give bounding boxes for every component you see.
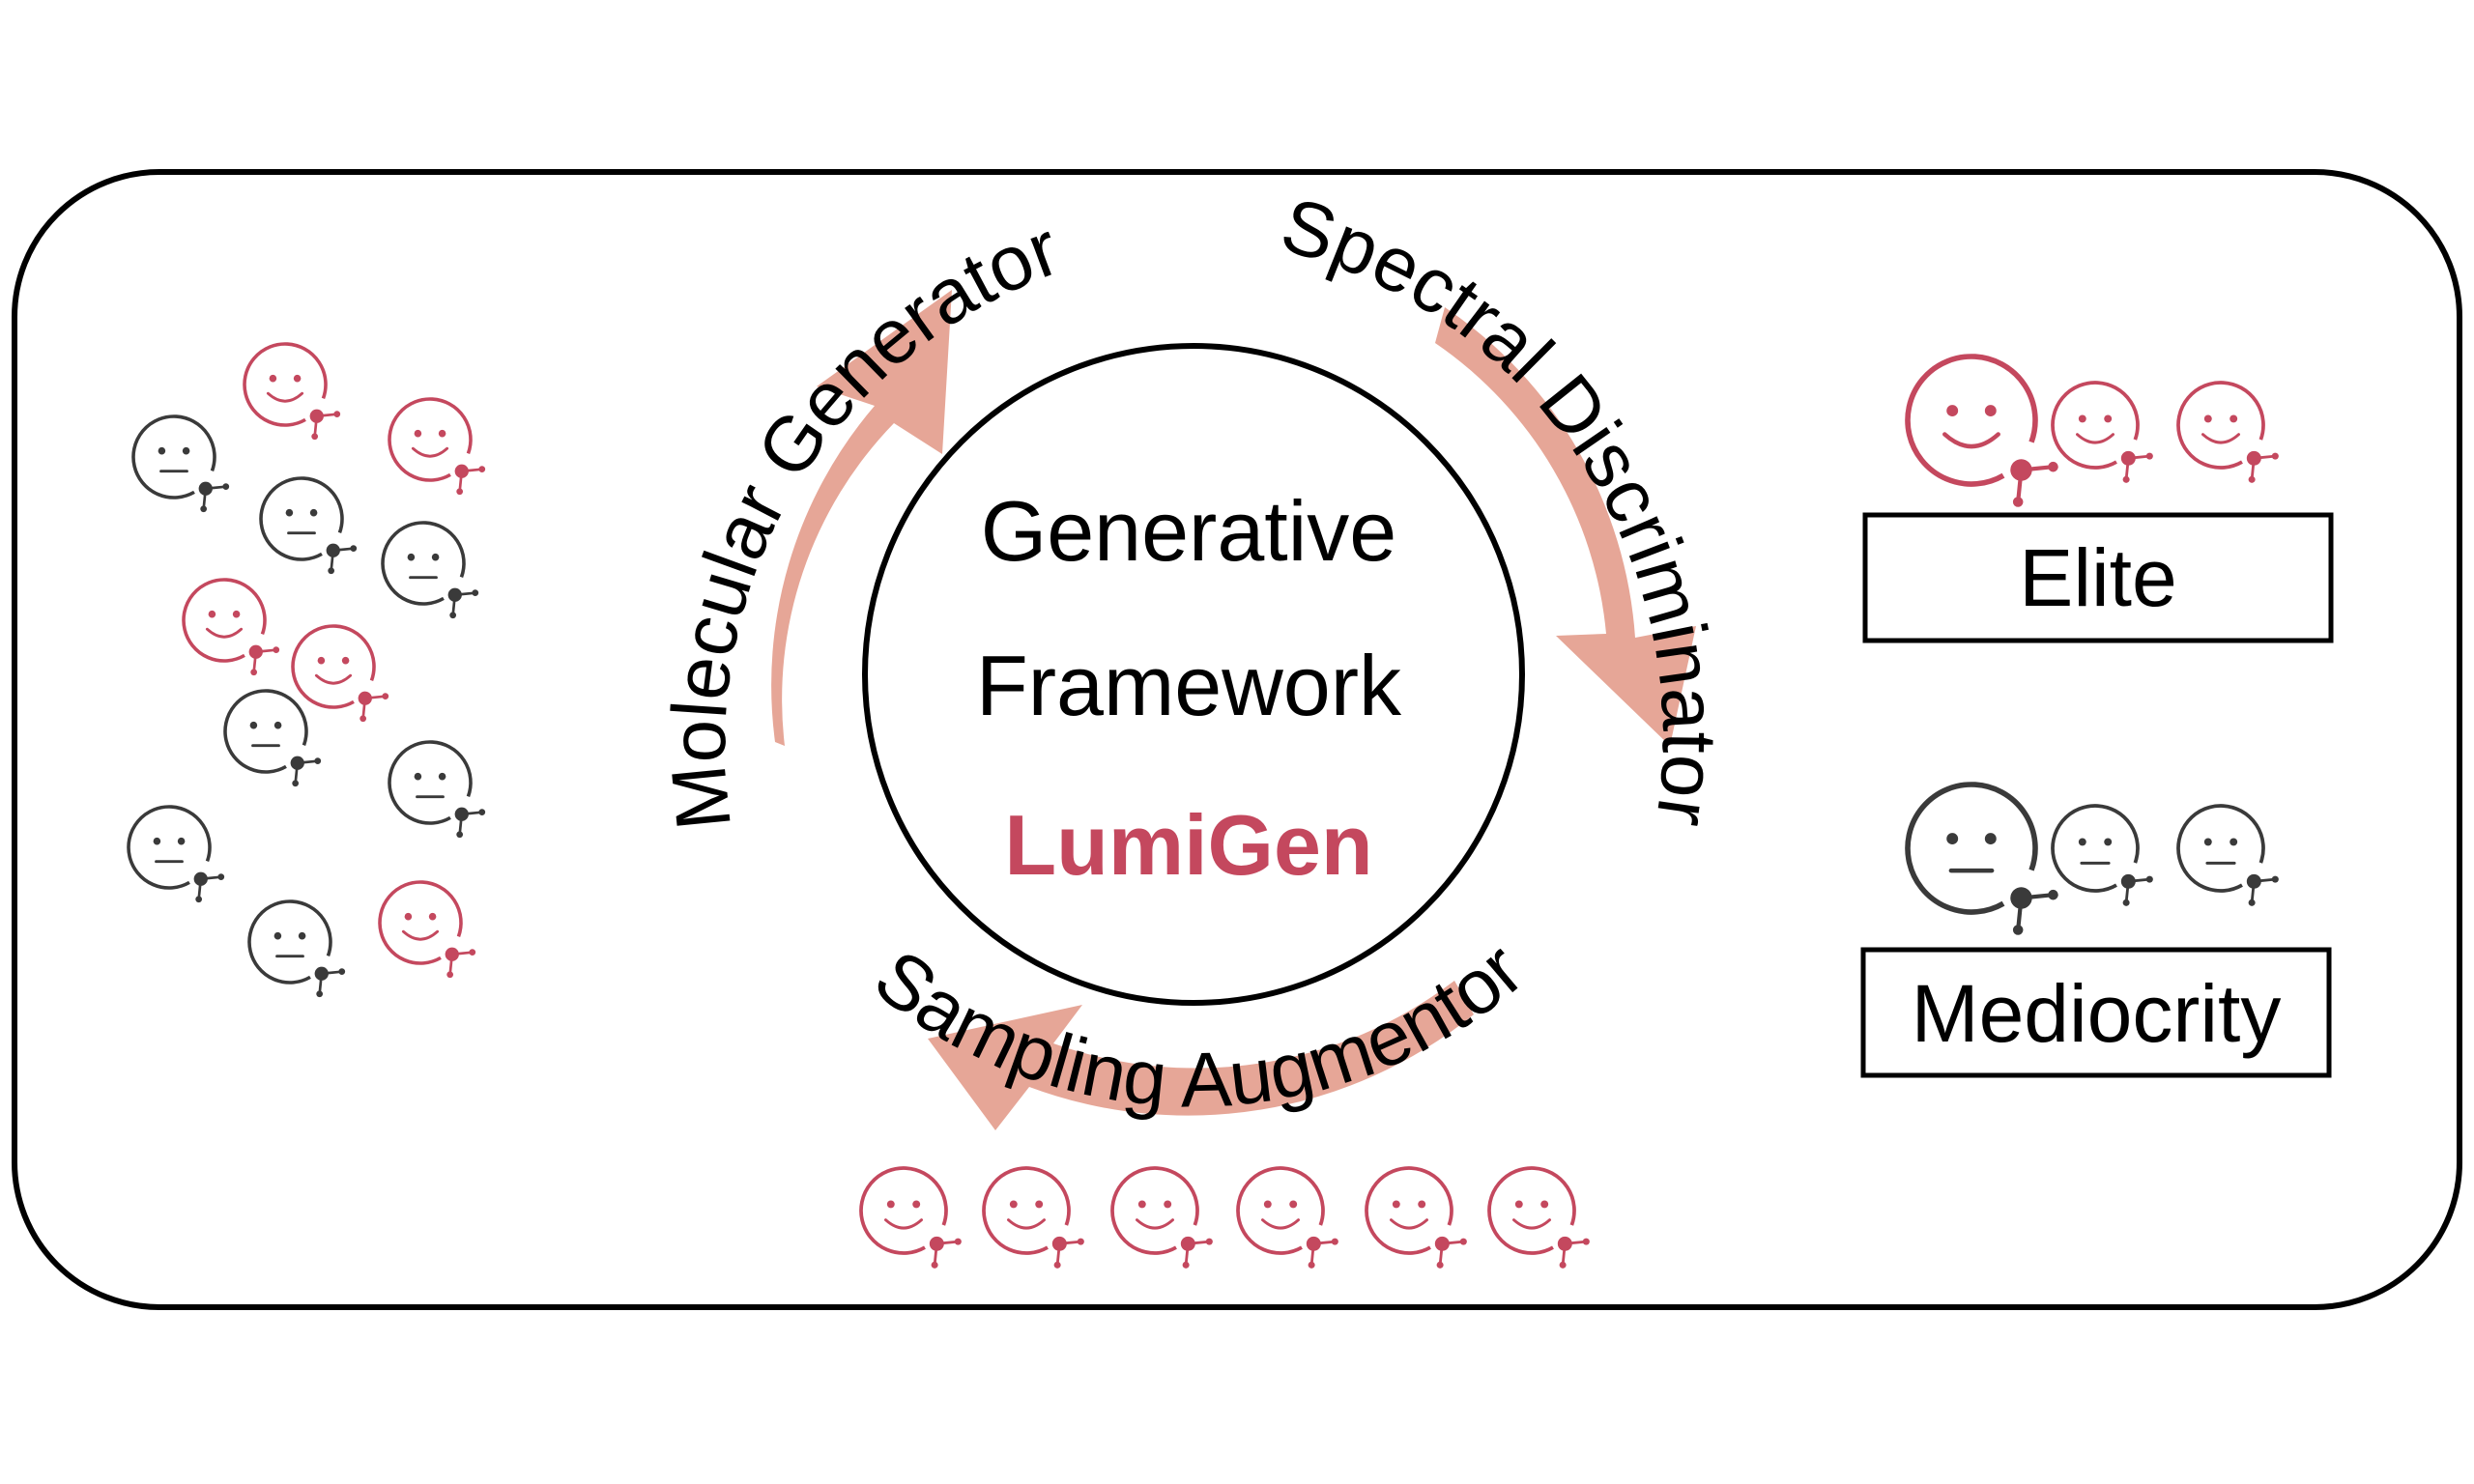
smiley-molecule-icon — [291, 624, 389, 723]
smiley-molecule-icon — [859, 1166, 962, 1269]
discriminator-arrow — [1435, 307, 1696, 746]
cycle-arrows — [771, 290, 1696, 1130]
neutral-molecule-icon — [131, 414, 230, 513]
smiley-molecule-icon — [243, 342, 341, 441]
neutral-molecule-icon — [2051, 804, 2153, 906]
neutral-molecule-icon — [127, 805, 225, 903]
generator-arrow — [771, 290, 952, 746]
smiley-molecule-icon — [2051, 381, 2153, 483]
smiley-molecule-icon — [1236, 1166, 1338, 1269]
elite-box — [1862, 512, 2334, 643]
neutral-molecule-icon — [381, 521, 479, 619]
molecule-icons — [127, 342, 2279, 1269]
smiley-molecule-icon — [1110, 1166, 1213, 1269]
neutral-molecule-icon — [223, 689, 322, 787]
smiley-molecule-icon — [378, 880, 476, 979]
neutral-molecule-icon — [388, 740, 486, 839]
framework-circle — [862, 343, 1525, 1006]
elite-label: Elite — [2019, 532, 2176, 623]
mediocrity-box — [1860, 947, 2332, 1078]
mediocrity-label: Mediocrity — [1912, 968, 2282, 1059]
augmentor-arrow — [928, 981, 1474, 1130]
framework-line1: Generative — [981, 483, 1396, 579]
neutral-molecule-icon — [247, 899, 346, 998]
smiley-molecule-icon — [1487, 1166, 1590, 1269]
smiley-molecule-icon — [388, 397, 486, 496]
smiley-molecule-icon — [2176, 381, 2279, 483]
smiley-molecule-icon — [1905, 354, 2058, 507]
neutral-molecule-icon — [259, 476, 358, 575]
neutral-molecule-icon — [2176, 804, 2279, 906]
smiley-molecule-icon — [1365, 1166, 1467, 1269]
brand-name: LumiGen — [1004, 797, 1372, 893]
smiley-molecule-icon — [182, 578, 280, 676]
smiley-molecule-icon — [982, 1166, 1084, 1269]
neutral-molecule-icon — [1905, 782, 2058, 935]
framework-line2: Framework — [976, 638, 1402, 733]
outer-frame — [12, 169, 2462, 1310]
